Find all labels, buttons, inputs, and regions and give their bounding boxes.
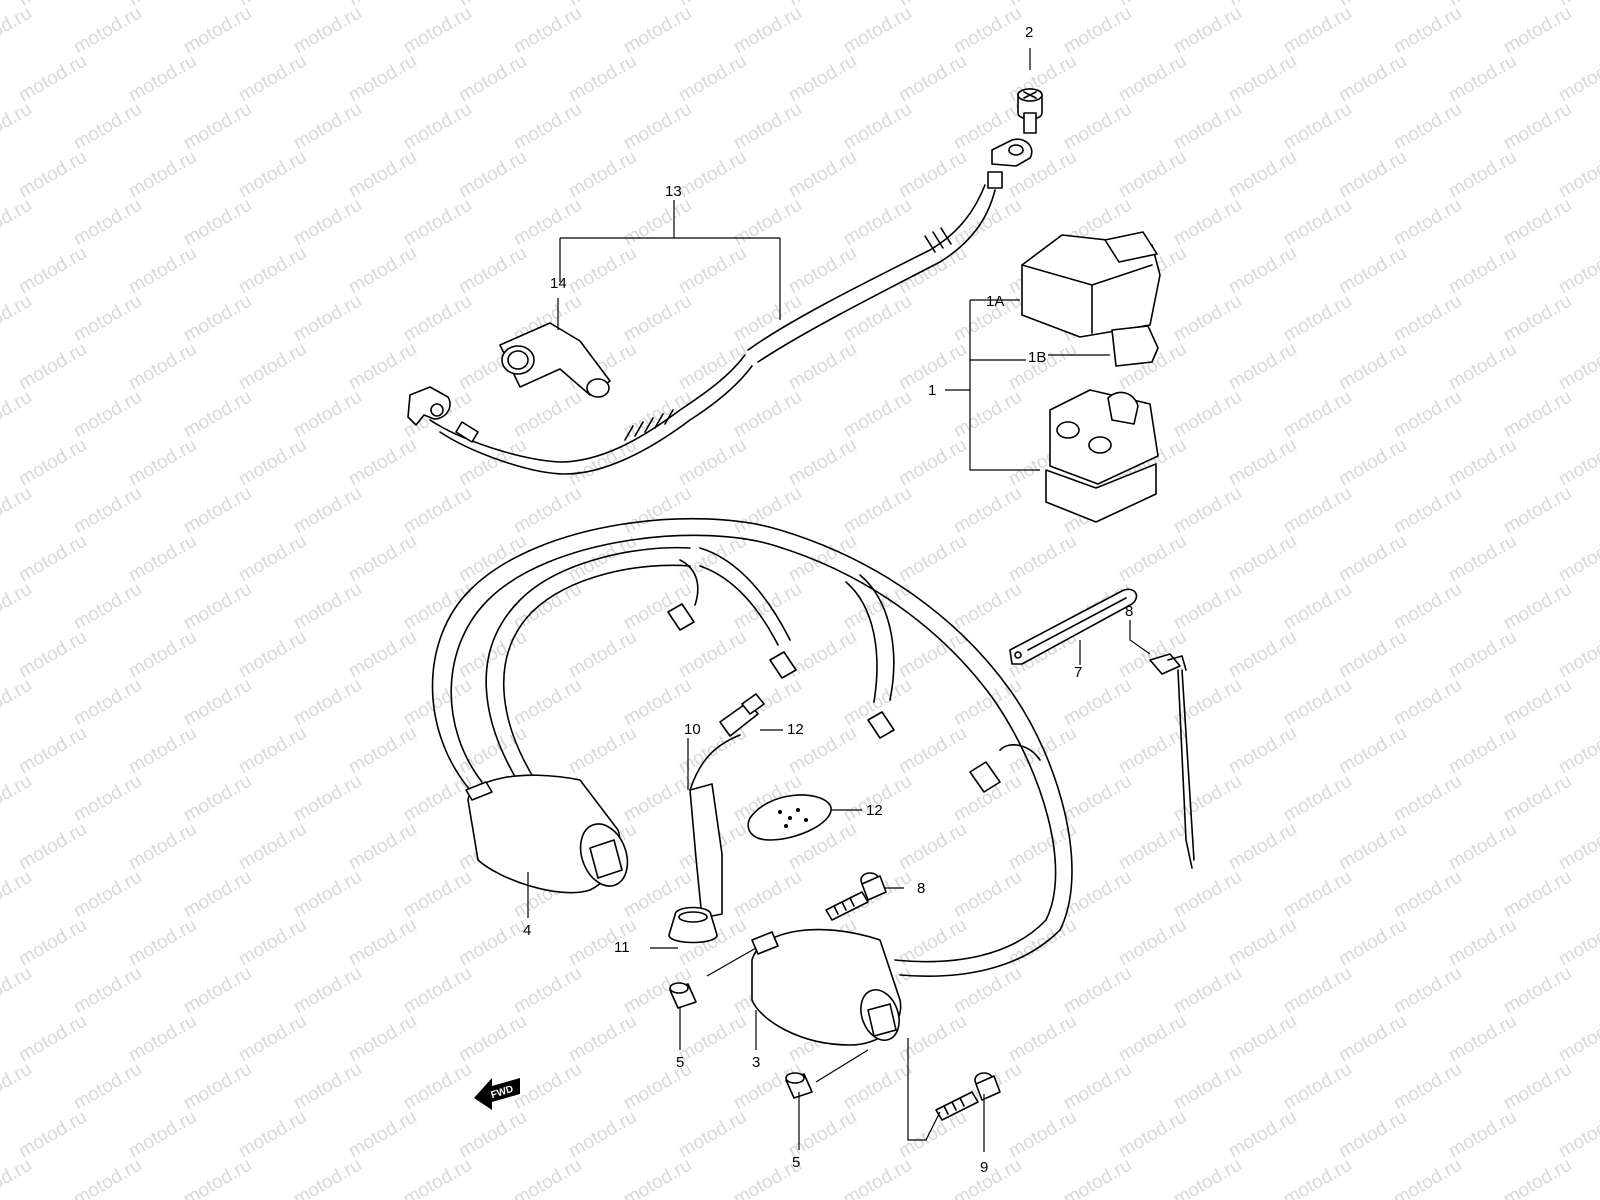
grommet-12 <box>747 794 832 841</box>
leader-lines <box>527 48 1151 1152</box>
bolt-8-lower <box>935 1072 1001 1121</box>
callout-3: 3 <box>752 1054 761 1071</box>
callout-5-lower: 5 <box>792 1154 801 1171</box>
callout-1a: 1A <box>986 293 1005 310</box>
callout-11: 12 <box>787 721 804 738</box>
callout-14: 14 <box>550 275 567 292</box>
callout-12: 12 <box>866 802 883 819</box>
starter-relay <box>1021 231 1161 523</box>
clamp-7 <box>1149 653 1195 869</box>
ignition-leads <box>431 517 1073 977</box>
callout-7: 8 <box>1125 603 1134 620</box>
callout-8-lower: 9 <box>980 1159 989 1176</box>
fwd-arrow-icon <box>474 1078 520 1110</box>
ignition-coil-4 <box>465 774 629 894</box>
callout-13: 13 <box>665 183 682 200</box>
bracket-6 <box>1009 588 1138 665</box>
callout-9: 10 <box>684 721 701 738</box>
callout-1: 1 <box>928 382 937 399</box>
plug-cap <box>668 693 765 944</box>
callout-2: 2 <box>1025 24 1034 41</box>
callout-8-upper: 8 <box>917 880 926 897</box>
callout-4: 4 <box>523 922 532 939</box>
callout-5-upper: 5 <box>676 1054 685 1071</box>
callout-1b: 1B <box>1028 349 1047 366</box>
callout-10: 11 <box>614 939 630 956</box>
battery-cable <box>407 138 1033 475</box>
spacer-5-upper <box>669 982 697 1009</box>
bolt-2 <box>1017 88 1043 134</box>
bolt-8-upper <box>825 872 887 921</box>
callout-6: 7 <box>1074 664 1083 681</box>
ignition-coil-3 <box>751 928 902 1046</box>
spacer-5-lower <box>785 1072 813 1099</box>
